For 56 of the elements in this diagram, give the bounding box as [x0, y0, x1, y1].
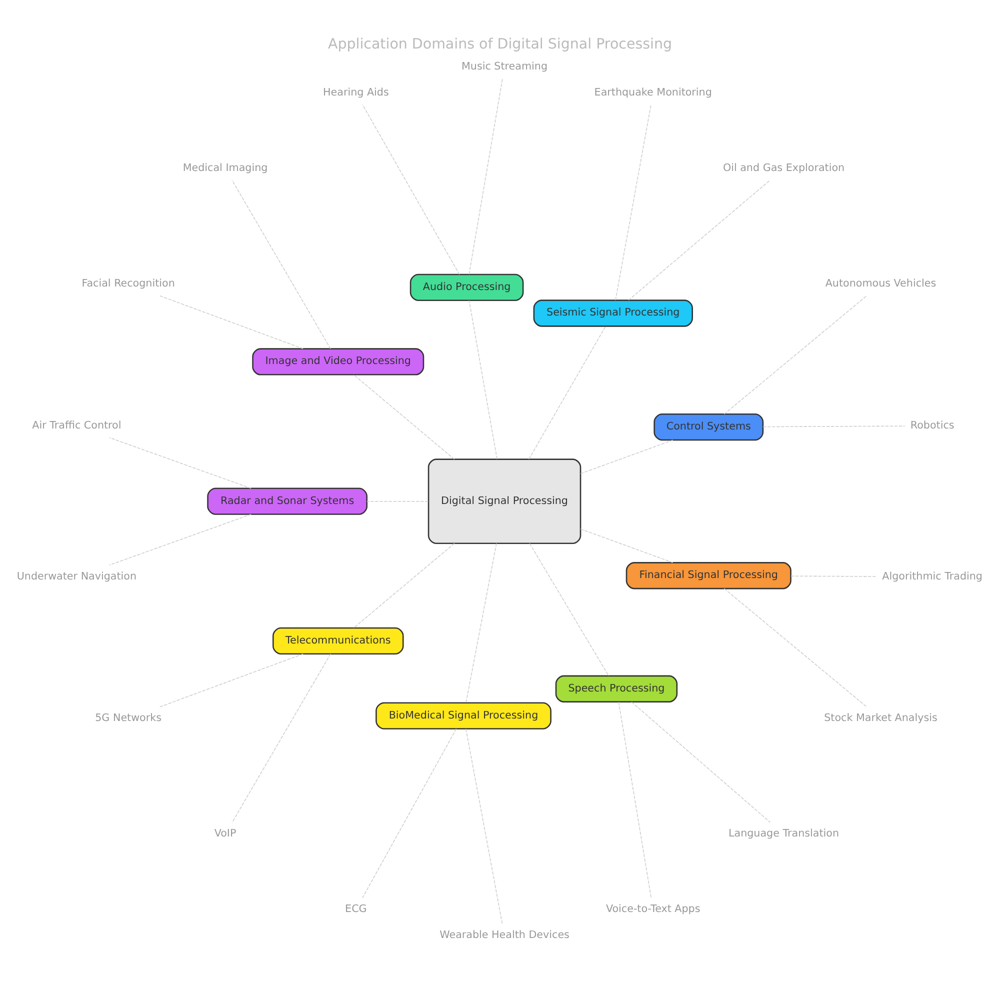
- connector: [160, 294, 304, 349]
- node-text: VoIP: [214, 827, 236, 840]
- connector: [790, 575, 876, 576]
- connector: [232, 179, 331, 349]
- connector: [232, 653, 331, 822]
- node-text: Autonomous Vehicles: [825, 277, 936, 290]
- node-box: Control Systems: [654, 412, 764, 440]
- node-box: Radar and Sonar Systems: [207, 487, 368, 514]
- node-text: Algorithmic Trading: [882, 570, 983, 582]
- connector: [160, 653, 304, 707]
- connector: [618, 701, 652, 898]
- connector: [353, 374, 455, 460]
- connector: [724, 295, 867, 414]
- node-box: Financial Signal Processing: [626, 562, 792, 589]
- node-text: Medical Imaging: [182, 162, 268, 174]
- connector: [528, 325, 606, 460]
- connector: [580, 439, 674, 474]
- connector: [362, 104, 460, 274]
- node-text: Underwater Navigation: [16, 570, 137, 582]
- connector: [366, 500, 429, 502]
- connector: [628, 179, 770, 300]
- node-text: Stock Market Analysis: [824, 712, 938, 724]
- connector: [724, 588, 867, 707]
- node-text: Hearing Aids: [323, 86, 389, 98]
- connector: [529, 542, 610, 676]
- node-box: Image and Video Processing: [252, 348, 424, 375]
- node-box: Telecommunications: [272, 626, 404, 654]
- connector: [108, 436, 252, 488]
- connector: [468, 78, 503, 274]
- node-text: ECG: [345, 902, 367, 915]
- node-box: Speech Processing: [555, 674, 678, 702]
- node-box: Seismic Signal Processing: [533, 299, 693, 326]
- node-text: Earthquake Monitoring: [594, 86, 712, 98]
- node-text: Wearable Health Devices: [440, 928, 570, 941]
- connector: [466, 728, 503, 924]
- connector: [580, 528, 674, 562]
- node-text: Robotics: [910, 418, 954, 431]
- node-box: Audio Processing: [410, 273, 524, 301]
- node-text: Voice-to-Text Apps: [606, 902, 700, 915]
- connector: [466, 542, 497, 703]
- connector: [631, 701, 771, 822]
- node-text: Oil and Gas Exploration: [722, 162, 845, 174]
- node-text: Air Traffic Control: [32, 418, 122, 431]
- node-box: Digital Signal Processing: [428, 458, 582, 544]
- node-text: Facial Recognition: [82, 277, 175, 290]
- node-text: Language Translation: [728, 827, 840, 840]
- connector: [353, 542, 455, 628]
- connector: [108, 513, 252, 565]
- node-text: 5G Networks: [95, 712, 162, 724]
- node-box: BioMedical Signal Processing: [376, 702, 552, 729]
- connector: [468, 300, 498, 459]
- node-text: Music Streaming: [462, 60, 548, 72]
- connector: [762, 425, 906, 427]
- connector: [362, 728, 457, 898]
- connector: [615, 104, 652, 300]
- diagram-title: Application Domains of Digital Signal Processing: [328, 36, 672, 52]
